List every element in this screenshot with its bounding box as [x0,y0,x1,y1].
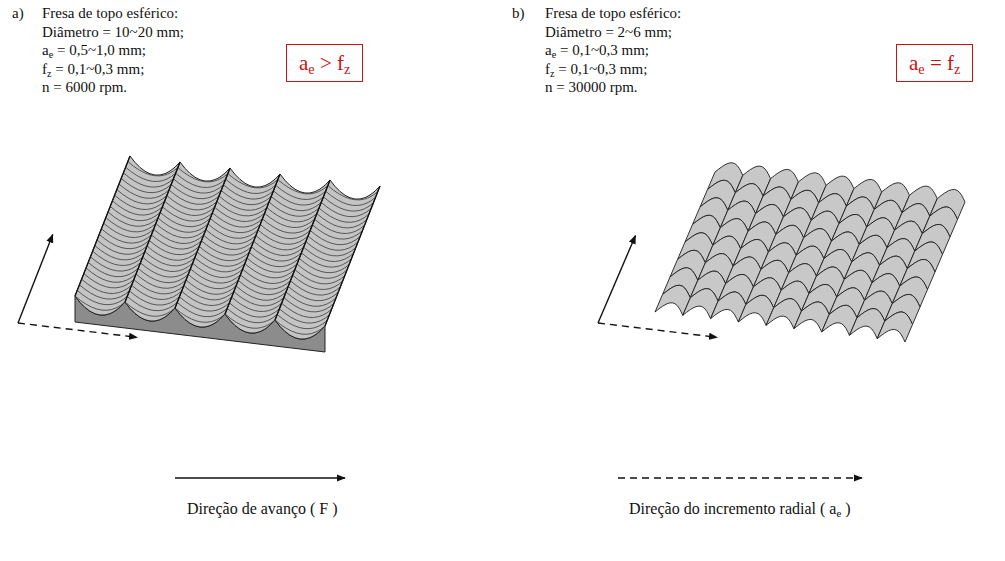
cusp-line [125,162,180,302]
parameter-label: Diâmetro = 10~20 mm; [42,23,184,41]
feed-axis [598,236,635,323]
condition-text: ae > fz [299,51,350,75]
cusp-line [225,174,280,314]
axis-arrows [18,235,717,338]
feed-mark [326,191,376,205]
parameter-label: fz = 0,1~0,3 mm; [545,60,647,78]
condition-box: ae > fz [286,44,363,82]
parameter-label: a) [12,4,24,22]
parameter-label: ae = 0,1~0,3 mm; [545,41,649,59]
parameter-label: n = 6000 rpm. [42,78,127,96]
scallop [75,156,180,315]
feed-mark [278,180,328,194]
cusp-line [325,186,380,326]
scallop-surface [75,156,380,352]
parameter-label: n = 30000 rpm. [545,78,638,96]
radial-arrow-sample [618,477,862,478]
cusp-line [175,168,230,308]
parameter-label: fz = 0,1~0,3 mm; [42,60,144,78]
feed-mark [176,173,226,187]
feed-mark [226,179,276,193]
feed-arrow-sample [175,477,345,478]
scale [877,312,912,342]
cusp-line [275,180,330,320]
cusp-line [75,156,130,296]
feed-mark [178,168,228,182]
feed-mark [328,186,378,200]
radial-axis [18,323,137,337]
parameter-label: Fresa de topo esférico: [545,4,681,22]
feed-mark [276,185,326,199]
direction-legend: Direção de avanço ( F ) [187,500,338,518]
parameter-label: b) [512,4,525,22]
feed-mark [128,162,178,176]
parameter-label: Fresa de topo esférico: [42,4,178,22]
direction-legend: Direção do incremento radial ( ae ) [629,500,851,518]
feed-axis [18,235,53,323]
radial-axis [598,323,717,337]
condition-box: ae = fz [896,44,973,82]
parameter-label: Diâmetro = 2~6 mm; [545,23,672,41]
fish-scale-surface [655,163,965,342]
feed-mark [228,174,278,188]
feed-mark [126,167,176,181]
condition-text: ae = fz [909,51,960,75]
parameter-label: ae = 0,5~1,0 mm; [42,41,146,59]
